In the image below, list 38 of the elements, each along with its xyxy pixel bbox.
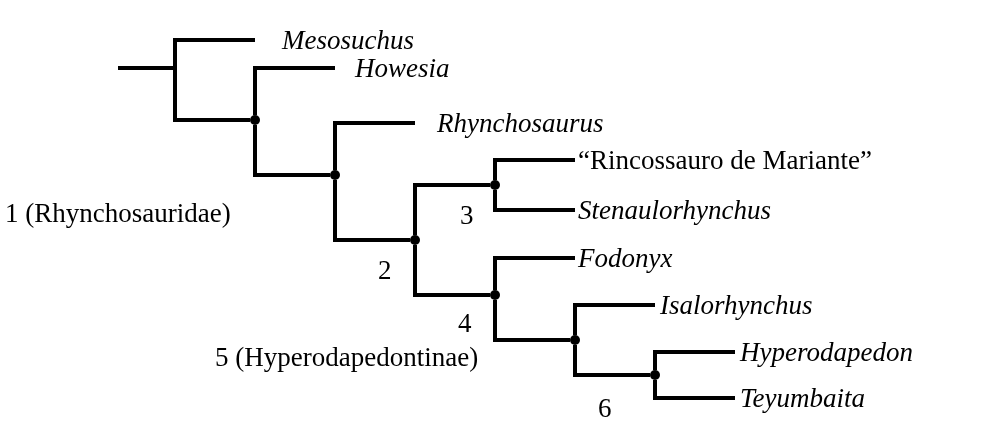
clade-label: 4 xyxy=(458,307,472,339)
node-dot xyxy=(250,115,260,125)
clade-label: 2 xyxy=(378,254,392,286)
taxon-name: Hyperodapedon xyxy=(735,336,913,368)
tree-branch xyxy=(413,245,490,297)
tree-branch xyxy=(493,256,575,290)
tree-branch xyxy=(493,158,575,180)
tree-branch xyxy=(177,118,250,122)
node-dot xyxy=(330,170,340,180)
taxon-name: Rhynchosaurus xyxy=(415,107,604,139)
tree-branch xyxy=(177,38,255,42)
node-dot xyxy=(490,290,500,300)
taxon-name: Isalorhynchus xyxy=(655,289,813,321)
tree-branch xyxy=(253,66,335,115)
clade-label: 5 (Hyperodapedontinae) xyxy=(215,341,479,373)
node-dot xyxy=(410,235,420,245)
clade-label: 3 xyxy=(460,199,474,231)
tree-branch xyxy=(333,121,415,170)
taxon-name: “Rincossauro de Mariante” xyxy=(575,144,872,176)
tree-branch xyxy=(493,300,570,342)
taxon-name: Stenaulorhynchus xyxy=(575,194,771,226)
tree-branch xyxy=(253,125,330,177)
tree-branch xyxy=(493,190,575,212)
root-bar xyxy=(173,38,177,122)
tree-branch xyxy=(653,380,735,400)
node-dot xyxy=(570,335,580,345)
node-dot xyxy=(490,180,500,190)
tree-branch xyxy=(573,303,655,335)
tree-branch xyxy=(573,345,650,377)
tree-branch xyxy=(413,183,490,235)
clade-label: 6 xyxy=(598,392,612,424)
tree-branch xyxy=(653,350,735,370)
node-dot xyxy=(650,370,660,380)
taxon-name: Teyumbaita xyxy=(735,382,865,414)
clade-label: 1 (Rhynchosauridae) xyxy=(5,197,231,229)
taxon-name: Fodonyx xyxy=(575,242,673,274)
tree-branch xyxy=(333,180,410,242)
tree-branch xyxy=(118,66,173,70)
